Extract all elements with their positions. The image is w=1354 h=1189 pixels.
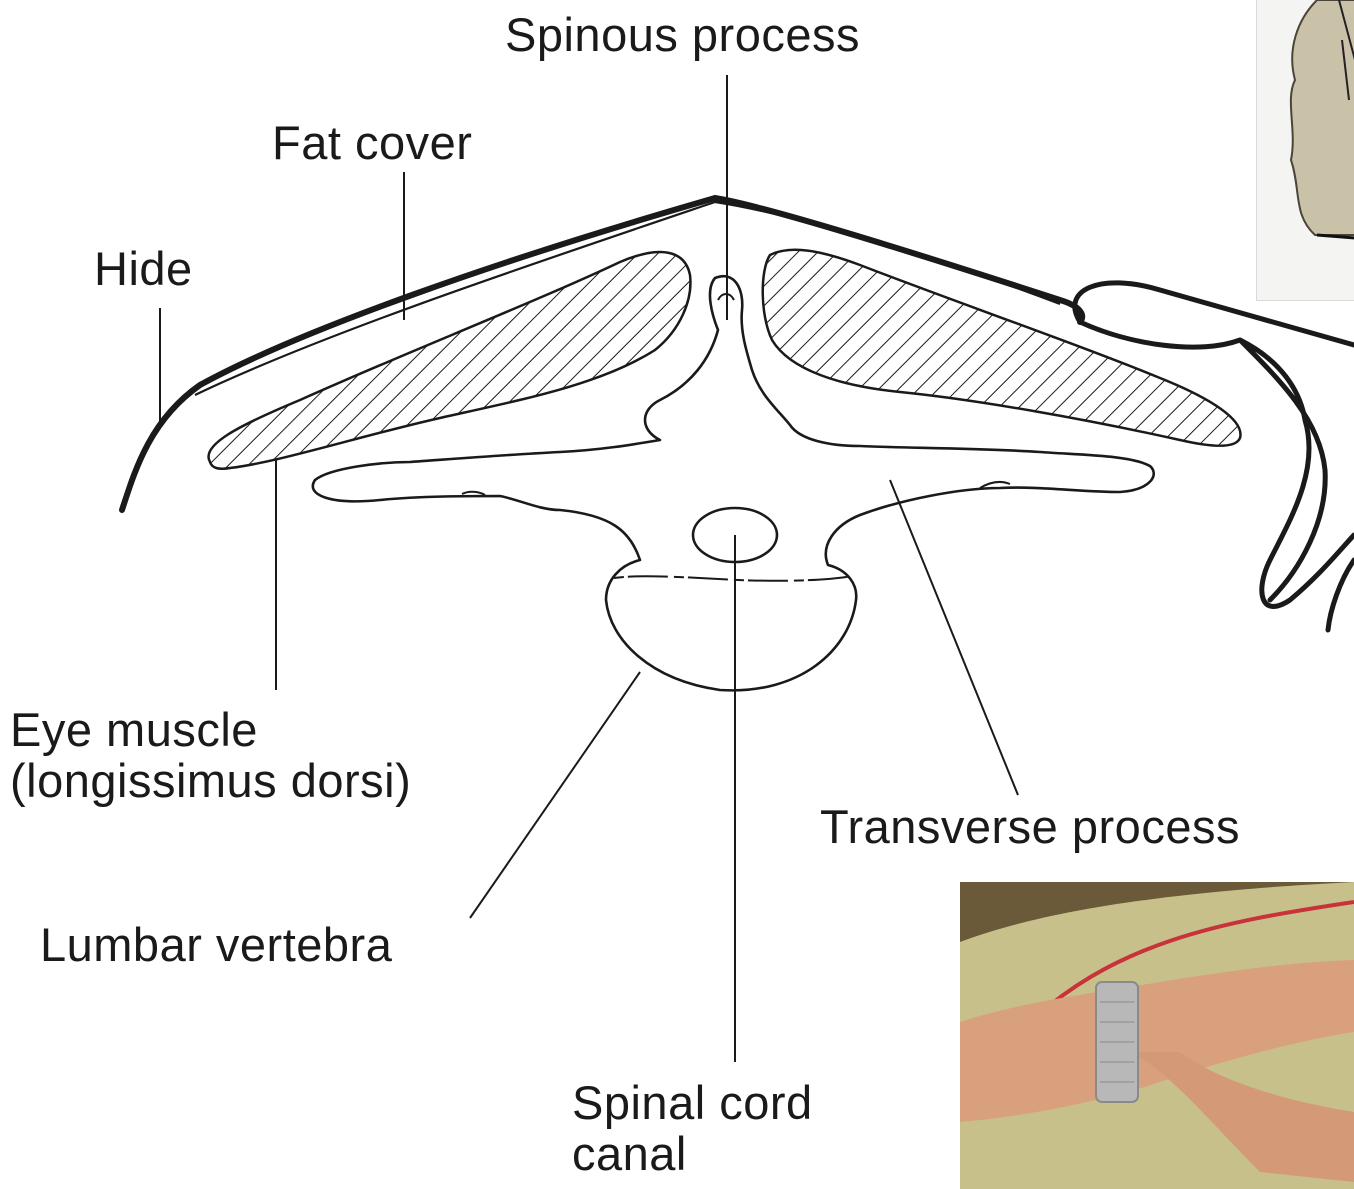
leader-lumbar-vertebra: [470, 672, 640, 918]
label-eye-muscle-line2: (longissimus dorsi): [10, 756, 411, 807]
vertebral-body: [614, 576, 852, 581]
label-lumbar-vertebra: Lumbar vertebra: [40, 920, 392, 971]
carcass-sketch-icon: [1257, 0, 1354, 300]
label-fat-cover: Fat cover: [272, 118, 472, 169]
label-spinous-process: Spinous process: [505, 10, 860, 61]
label-eye-muscle-line1: Eye muscle: [10, 705, 411, 756]
hand-on-carcass-photo: [960, 882, 1354, 1189]
label-eye-muscle: Eye muscle (longissimus dorsi): [10, 705, 411, 807]
carcass-sketch-inset: [1256, 0, 1354, 301]
label-hide: Hide: [94, 244, 193, 295]
label-spinal-cord-canal: Spinal cord canal: [572, 1078, 813, 1180]
label-spinal-cord-line2: canal: [572, 1129, 813, 1180]
label-spinal-cord-line1: Spinal cord: [572, 1078, 813, 1129]
label-transverse-process: Transverse process: [820, 802, 1240, 853]
photo-illustration: [960, 882, 1354, 1189]
leader-transverse-process: [890, 480, 1018, 795]
